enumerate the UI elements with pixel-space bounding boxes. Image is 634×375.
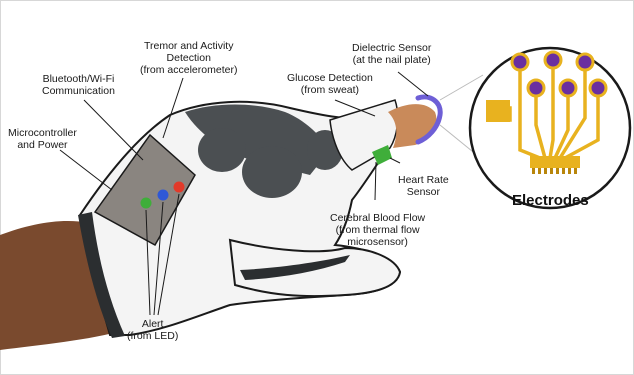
electrode-pad-6 — [590, 80, 606, 96]
pointer-bluetooth — [84, 100, 143, 160]
label-dielectric: Dielectric Sensor (at the nail plate) — [352, 42, 431, 66]
label-glucose-line-2: (from sweat) — [287, 84, 373, 96]
label-cerebral: Cerebral Blood Flow (from thermal flow m… — [330, 212, 425, 248]
label-cerebral-line-2: (from thermal flow — [330, 224, 425, 236]
electrode-magnifier — [470, 48, 630, 208]
label-heart-rate: Heart Rate Sensor — [398, 174, 449, 198]
label-heart-rate-line-1: Heart Rate — [398, 174, 449, 186]
label-tremor: Tremor and Activity Detection (from acce… — [140, 40, 237, 76]
pointer-microcontroller — [60, 150, 112, 190]
label-cerebral-line-3: microsensor) — [330, 236, 425, 248]
label-alert: Alert (from LED) — [127, 318, 178, 342]
glove-dark-knuckle-1 — [242, 146, 302, 198]
glove-dark-knuckle-2 — [198, 128, 246, 172]
pointer-dielectric — [398, 72, 428, 96]
label-glucose: Glucose Detection (from sweat) — [287, 72, 373, 96]
electrode-bus — [530, 156, 580, 168]
electrode-pad-4 — [528, 80, 544, 96]
led-blue — [158, 190, 169, 201]
label-heart-rate-line-2: Sensor — [398, 186, 449, 198]
label-dielectric-line-2: (at the nail plate) — [352, 54, 431, 66]
label-microcontroller-line-1: Microcontroller — [8, 127, 77, 139]
pointer-heart-rate — [390, 158, 400, 163]
label-dielectric-line-1: Dielectric Sensor — [352, 42, 431, 54]
electrode-pad-3 — [577, 54, 593, 70]
label-tremor-line-1: Tremor and Activity — [140, 40, 237, 52]
label-microcontroller-line-2: and Power — [8, 139, 77, 151]
label-electrodes: Electrodes — [512, 192, 589, 209]
label-bluetooth-line-2: Communication — [42, 85, 115, 97]
electrode-pad-5 — [560, 80, 576, 96]
electrode-pad-1 — [512, 54, 528, 70]
electrode-pad-2 — [545, 52, 561, 68]
led-red — [174, 182, 185, 193]
label-alert-line-2: (from LED) — [127, 330, 178, 342]
label-cerebral-line-1: Cerebral Blood Flow — [330, 212, 425, 224]
label-tremor-line-3: (from accelerometer) — [140, 64, 237, 76]
electrode-connector-pad — [486, 100, 510, 122]
label-glucose-line-1: Glucose Detection — [287, 72, 373, 84]
label-bluetooth-line-1: Bluetooth/Wi-Fi — [42, 73, 115, 85]
label-microcontroller: Microcontroller and Power — [8, 127, 77, 151]
label-tremor-line-2: Detection — [140, 52, 237, 64]
label-alert-line-1: Alert — [127, 318, 178, 330]
led-green — [141, 198, 152, 209]
label-bluetooth: Bluetooth/Wi-Fi Communication — [42, 73, 115, 97]
